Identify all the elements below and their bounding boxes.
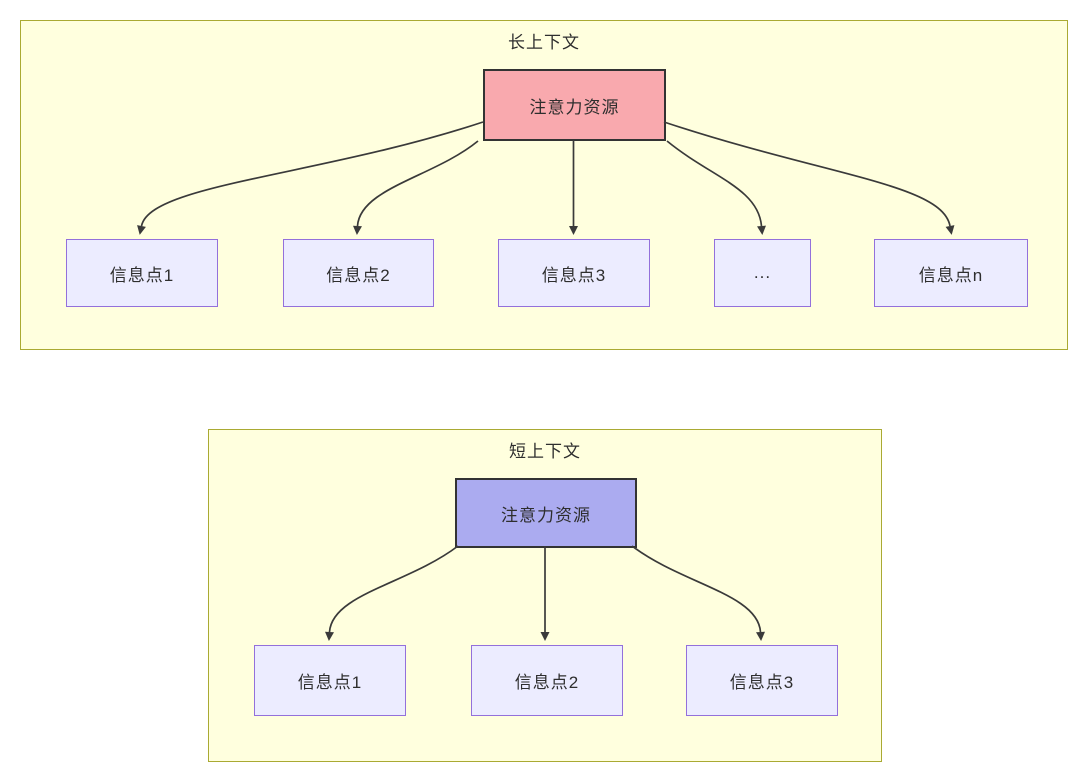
short-context-subgraph: 短上下文 注意力资源 信息点1 信息点2 信息点3	[208, 429, 882, 762]
short-info-node-2: 信息点2	[471, 645, 623, 716]
long-context-subgraph: 长上下文 注意力资源 信息点1 信息点2 信息点3 ... 信息点n	[20, 20, 1068, 350]
short-info-node-3: 信息点3	[686, 645, 838, 716]
long-info-node-3: 信息点3	[498, 239, 650, 307]
long-info-node-1: 信息点1	[66, 239, 218, 307]
short-attention-node: 注意力资源	[455, 478, 637, 548]
long-info-node-n: 信息点n	[874, 239, 1028, 307]
long-attention-node: 注意力资源	[483, 69, 666, 141]
long-info-node-ellipsis: ...	[714, 239, 811, 307]
long-info-node-2: 信息点2	[283, 239, 434, 307]
short-context-title: 短上下文	[509, 442, 581, 461]
short-info-node-1: 信息点1	[254, 645, 406, 716]
long-context-title: 长上下文	[508, 33, 580, 52]
